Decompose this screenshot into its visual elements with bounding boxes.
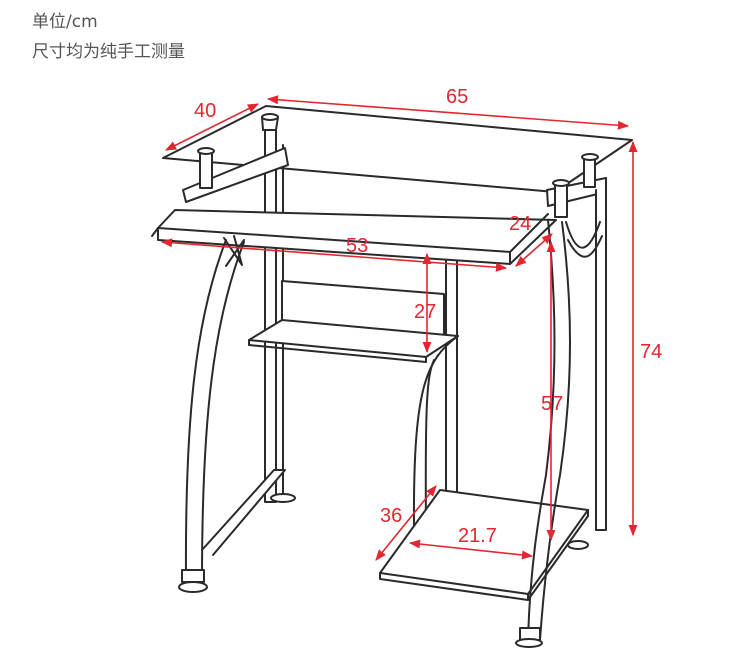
dimension-keyboard-width: 53 [346,235,368,257]
unit-label: 单位/cm [32,12,98,32]
dimension-bottom-width: 21.7 [458,525,497,547]
dimension-height-total: 74 [640,341,662,363]
dimension-line-bottom-depth [375,485,437,561]
dimension-line-depth-top [164,103,260,151]
right-side-frame [515,177,607,648]
dimension-keyboard-depth: 24 [509,213,531,235]
dimension-lines [160,95,638,561]
desk-illustration [151,105,633,648]
center-post [445,253,458,495]
dimension-line-width-top [266,95,630,130]
left-curved-leg [178,239,296,593]
dimension-depth-top: 40 [194,100,216,122]
dimension-line-keyboard-width [160,238,508,272]
right-frame-bracket [546,153,607,218]
dimension-width-top: 65 [446,86,468,108]
measurement-note: 尺寸均为纯手工测量 [32,42,185,62]
dimension-keyboard-to-shelf: 27 [414,301,436,323]
dimension-labels: 40 65 74 53 24 27 57 36 21.7 [194,86,662,547]
dimension-line-bottom-width [408,539,534,560]
dimension-line-keyboard-depth [515,233,553,267]
dimension-bottom-depth: 36 [380,505,402,527]
dimension-keyboard-height: 57 [541,393,563,415]
